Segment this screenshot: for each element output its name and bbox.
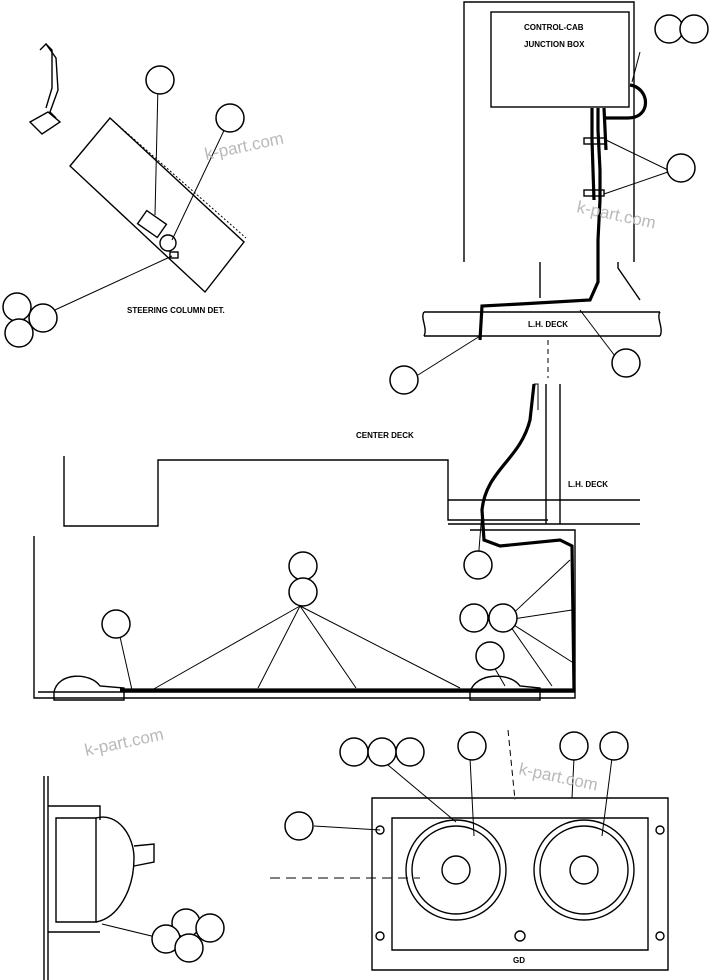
watermark-4: k-part.com (517, 759, 599, 794)
lh-deck-top-label: L.H. DECK (528, 320, 568, 329)
lh-deck-top (422, 311, 662, 378)
lh-deck-mid-label: L.H. DECK (568, 480, 608, 489)
steering-column-detail (2, 42, 247, 348)
center-deck (33, 383, 640, 701)
watermark-1: k-part.com (203, 129, 285, 164)
junction-box-label: JUNCTION BOX (524, 40, 585, 49)
side-view-light (43, 776, 225, 980)
control-cab-label: CONTROL-CAB (524, 23, 584, 32)
watermark-2: k-part.com (575, 197, 657, 232)
gd-label: GD (513, 956, 525, 965)
steering-column-label: STEERING COLUMN DET. (127, 306, 225, 315)
center-deck-label: CENTER DECK (356, 431, 414, 440)
light-panel-front (270, 729, 669, 971)
control-cab-junction-box (389, 1, 709, 395)
watermark-3: k-part.com (83, 725, 165, 760)
